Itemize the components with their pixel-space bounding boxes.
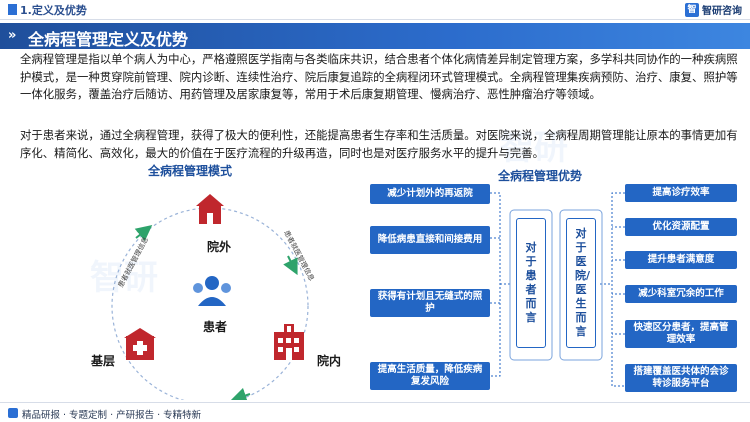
node-label-patient: 患者 — [203, 320, 228, 334]
arc-label-left: 患者就医管理信息 — [116, 235, 150, 289]
patient-advantage-2: 降低病患直接和间接费用 — [370, 226, 490, 254]
top-header: 1.定义及优势 智 智研咨询 — [0, 0, 750, 20]
arc-label-right: 患者就医管理信息 — [282, 229, 316, 283]
hospital-advantage-1: 提高诊疗效率 — [625, 184, 737, 202]
hospital-advantage-4: 减少科室冗余的工作 — [625, 285, 737, 303]
node-label-outpatient: 院外 — [207, 240, 232, 254]
footer: 精品研报 · 专题定制 · 产研报告 · 专精特新 — [0, 402, 750, 422]
patient-advantage-3: 获得有计划且无缝式的照护 — [370, 289, 490, 317]
advantage-paragraph: 对于患者来说，通过全病程管理，获得了极大的便利性，还能提高患者生存率和生活质量。… — [20, 128, 738, 160]
cycle-arrow-icon — [230, 387, 251, 400]
patient-advantage-1: 减少计划外的再返院 — [370, 184, 490, 204]
hospital-perspective-label: 对于医院/医生而言 — [566, 218, 596, 348]
page-title: 全病程管理定义及优势 — [28, 30, 189, 49]
cycle-arrow-icon — [283, 255, 298, 276]
patient-icon — [193, 276, 231, 306]
hospital-advantage-2: 优化资源配置 — [625, 218, 737, 236]
clinic-icon — [124, 328, 156, 360]
hospital-advantage-5: 快速区分患者，提高管理效率 — [625, 320, 737, 348]
title-banner: » 全病程管理定义及优势 — [0, 23, 750, 49]
brand-logo-icon: 智 — [685, 2, 699, 17]
hospital-advantage-6: 搭建覆盖医共体的会诊转诊服务平台 — [625, 364, 737, 392]
brand: 智 智研咨询 — [685, 2, 742, 17]
advantages-title: 全病程管理优势 — [497, 169, 582, 183]
node-label-inpatient: 院内 — [317, 354, 342, 368]
double-chevron-icon: » — [8, 28, 17, 43]
watermark: 智研 — [90, 258, 158, 298]
definition-paragraph: 全病程管理是指以单个病人为中心，严格遵照医学指南与各类临床共识，结合患者个体化病… — [20, 52, 738, 101]
watermark: 智研 — [500, 128, 568, 168]
cycle-ring — [111, 207, 309, 400]
patient-perspective-label: 对于患者而言 — [516, 218, 546, 348]
section-marker-icon — [8, 4, 17, 15]
patient-advantage-4: 提高生活质量，降低疾病复发风险 — [370, 362, 490, 390]
house-icon — [196, 194, 224, 224]
section-title: 1.定义及优势 — [20, 4, 87, 17]
cycle-diagram: 患者就医管理信息 患者就医管理信息 — [111, 194, 316, 400]
footer-services: 精品研报 · 专题定制 · 产研报告 · 专精特新 — [22, 410, 202, 421]
hospital-advantage-3: 提升患者满意度 — [625, 251, 737, 269]
node-label-primary: 基层 — [91, 354, 116, 368]
cycle-arrow-icon — [134, 225, 153, 242]
cycle-diagram-title: 全病程管理模式 — [147, 164, 232, 178]
hospital-icon — [274, 324, 304, 360]
brand-name: 智研咨询 — [702, 6, 742, 17]
footer-logo-icon — [8, 408, 18, 418]
